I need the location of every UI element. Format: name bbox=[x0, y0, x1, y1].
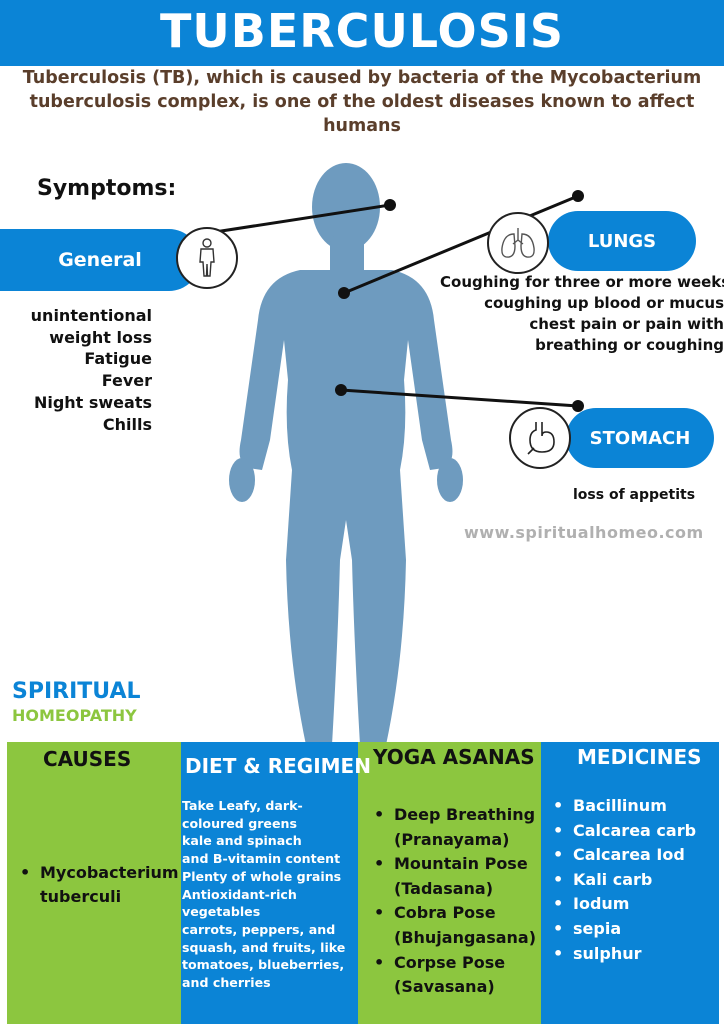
diet-list: Take Leafy, dark- coloured greens kale a… bbox=[182, 797, 362, 992]
causes-heading: CAUSES bbox=[43, 747, 132, 771]
list-item: •Iodum bbox=[553, 894, 630, 914]
list-item: Fatigue bbox=[84, 349, 152, 369]
lungs-icon bbox=[487, 212, 549, 274]
list-item: Fever bbox=[101, 371, 152, 391]
stomach-symptom: loss of appetits bbox=[573, 487, 696, 503]
list-item: •sepia bbox=[553, 918, 622, 938]
list-item: •Calcarea Iod bbox=[553, 845, 685, 865]
list-item: kale and spinach bbox=[182, 833, 302, 849]
list-item: breathing or coughing bbox=[535, 336, 724, 354]
list-item: and cherries bbox=[182, 975, 271, 991]
brand-logo-line2: HOMEOPATHY bbox=[12, 706, 137, 725]
symptoms-heading: Symptoms: bbox=[37, 176, 177, 201]
yoga-heading: YOGA ASANAS bbox=[373, 745, 535, 769]
list-item: Night sweats bbox=[33, 392, 152, 412]
lungs-label: LUNGS bbox=[548, 211, 696, 271]
list-item: chest pain or pain with bbox=[529, 315, 724, 333]
general-label: General bbox=[0, 229, 200, 291]
list-item: coloured greens bbox=[182, 815, 297, 831]
website-watermark: www.spiritualhomeo.com bbox=[464, 523, 704, 542]
list-item: squash, and fruits, like bbox=[182, 939, 346, 955]
list-item: •Corpse Pose (Savasana) bbox=[374, 952, 506, 997]
page-title: TUBERCULOSIS bbox=[160, 4, 564, 58]
list-item: carrots, peppers, and bbox=[182, 921, 336, 937]
list-item: •Kali carb bbox=[553, 869, 653, 889]
list-item: •sulphur bbox=[553, 943, 642, 963]
yoga-list: •Deep Breathing (Pranayama) •Mountain Po… bbox=[374, 803, 544, 1000]
medicines-list: •Bacillinum •Calcarea carb •Calcarea Iod… bbox=[553, 794, 718, 966]
list-item: •Mountain Pose (Tadasana) bbox=[374, 854, 528, 898]
list-item: and B-vitamin content bbox=[182, 851, 341, 867]
stomach-icon bbox=[509, 407, 571, 469]
list-item: •Mycobacterium tuberculi bbox=[20, 863, 179, 906]
stomach-label: STOMACH bbox=[566, 408, 714, 468]
list-item: •Cobra Pose (Bhujangasana) bbox=[374, 903, 537, 947]
human-figure-icon bbox=[176, 227, 238, 289]
list-item: Coughing for three or more weeks bbox=[440, 273, 724, 291]
intro-text: Tuberculosis (TB), which is caused by ba… bbox=[22, 68, 702, 136]
list-item: vegetables bbox=[182, 904, 261, 920]
list-item: •Bacillinum bbox=[553, 796, 667, 815]
diet-panel bbox=[181, 742, 358, 1024]
list-item: unintentional bbox=[30, 306, 152, 325]
causes-list: •Mycobacterium tuberculi bbox=[20, 861, 190, 909]
lungs-symptoms-list: Coughing for three or more weeks coughin… bbox=[440, 272, 724, 356]
list-item: coughing up blood or mucus bbox=[484, 294, 724, 312]
human-body-silhouette bbox=[229, 163, 463, 745]
list-item: tomatoes, blueberries, bbox=[182, 957, 345, 973]
medicines-panel bbox=[541, 742, 719, 1024]
list-item: •Deep Breathing (Pranayama) bbox=[374, 805, 536, 849]
yoga-panel bbox=[358, 742, 541, 1024]
list-item: Take Leafy, dark- bbox=[182, 798, 303, 813]
list-item: Antioxidant-rich bbox=[182, 886, 297, 902]
brand-logo-line1: SPIRITUAL bbox=[12, 679, 141, 704]
list-item: Plenty of whole grains bbox=[182, 868, 342, 884]
list-item: •Calcarea carb bbox=[553, 820, 697, 840]
list-item: Chills bbox=[102, 414, 152, 434]
diet-heading: DIET & REGIMEN bbox=[185, 754, 371, 778]
general-symptoms-list: unintentional weight loss Fatigue Fever … bbox=[20, 305, 152, 435]
causes-panel bbox=[7, 742, 182, 1024]
medicines-heading: MEDICINES bbox=[577, 745, 702, 769]
header-banner bbox=[0, 0, 724, 66]
list-item: weight loss bbox=[49, 327, 152, 347]
